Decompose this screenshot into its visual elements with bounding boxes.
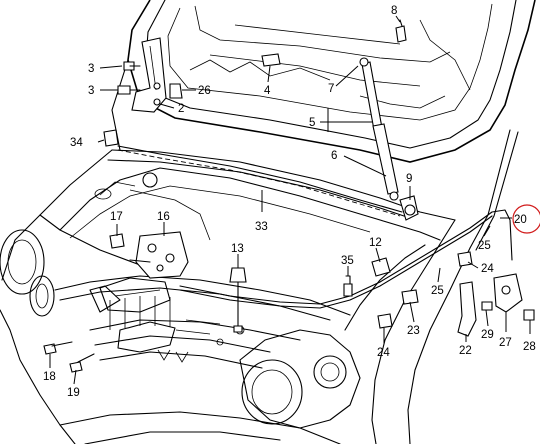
callout-25b: 25 <box>431 285 444 297</box>
clip-24-upper <box>457 251 473 267</box>
callout-33: 33 <box>255 221 268 233</box>
leader-lines <box>49 15 531 385</box>
callout-28: 28 <box>523 341 536 353</box>
bolt-8 <box>395 19 407 43</box>
clip-24-lower <box>377 313 393 329</box>
callout-29: 29 <box>481 329 494 341</box>
hood-buffer-4 <box>261 53 281 67</box>
bolt-19 <box>69 353 95 373</box>
callout-13: 13 <box>231 243 244 255</box>
callout-3b: 3 <box>88 85 94 97</box>
clip-34 <box>103 129 119 147</box>
bracket-27 <box>493 273 523 313</box>
callout-19: 19 <box>67 387 80 399</box>
holder-12 <box>371 257 391 277</box>
nut-28 <box>523 309 535 321</box>
callout-2: 2 <box>178 103 184 115</box>
callout-17: 17 <box>110 211 123 223</box>
callout-35: 35 <box>341 255 354 267</box>
hood-hinge <box>117 37 183 113</box>
hood-seal <box>117 145 403 217</box>
bolt-35 <box>343 275 353 297</box>
striker-9 <box>399 195 419 221</box>
callout-16: 16 <box>157 211 170 223</box>
callout-20-highlight-ring <box>512 204 540 234</box>
clip-23 <box>401 289 419 305</box>
car-body <box>0 149 471 444</box>
gas-strut <box>359 57 399 201</box>
grommet-17 <box>109 233 125 249</box>
buffer-13 <box>229 267 247 333</box>
callout-25a: 25 <box>478 240 491 252</box>
callout-26: 26 <box>198 85 211 97</box>
callout-34: 34 <box>70 137 83 149</box>
callout-27: 27 <box>499 337 512 349</box>
callout-6: 6 <box>331 150 337 162</box>
callout-12: 12 <box>369 237 382 249</box>
callout-18: 18 <box>43 371 56 383</box>
callout-7: 7 <box>328 83 334 95</box>
callout-3a: 3 <box>88 63 94 75</box>
callout-4: 4 <box>264 85 271 97</box>
release-cable <box>179 209 513 309</box>
callout-9: 9 <box>406 173 412 185</box>
release-lever-22 <box>457 281 477 337</box>
bolt-18 <box>43 341 73 355</box>
callout-labels: 8 3 3 26 2 4 7 5 6 34 9 20 17 16 33 13 1… <box>43 5 536 399</box>
hood-panel <box>111 0 536 251</box>
callout-22: 22 <box>459 345 472 357</box>
bolt-29 <box>481 301 493 311</box>
callout-24a: 24 <box>481 263 494 275</box>
callout-8: 8 <box>391 5 397 17</box>
callout-20: 20 <box>514 214 527 226</box>
lock-16 <box>129 231 189 279</box>
callout-24b: 24 <box>377 347 390 359</box>
callout-23: 23 <box>407 325 420 337</box>
callout-5: 5 <box>309 117 315 129</box>
